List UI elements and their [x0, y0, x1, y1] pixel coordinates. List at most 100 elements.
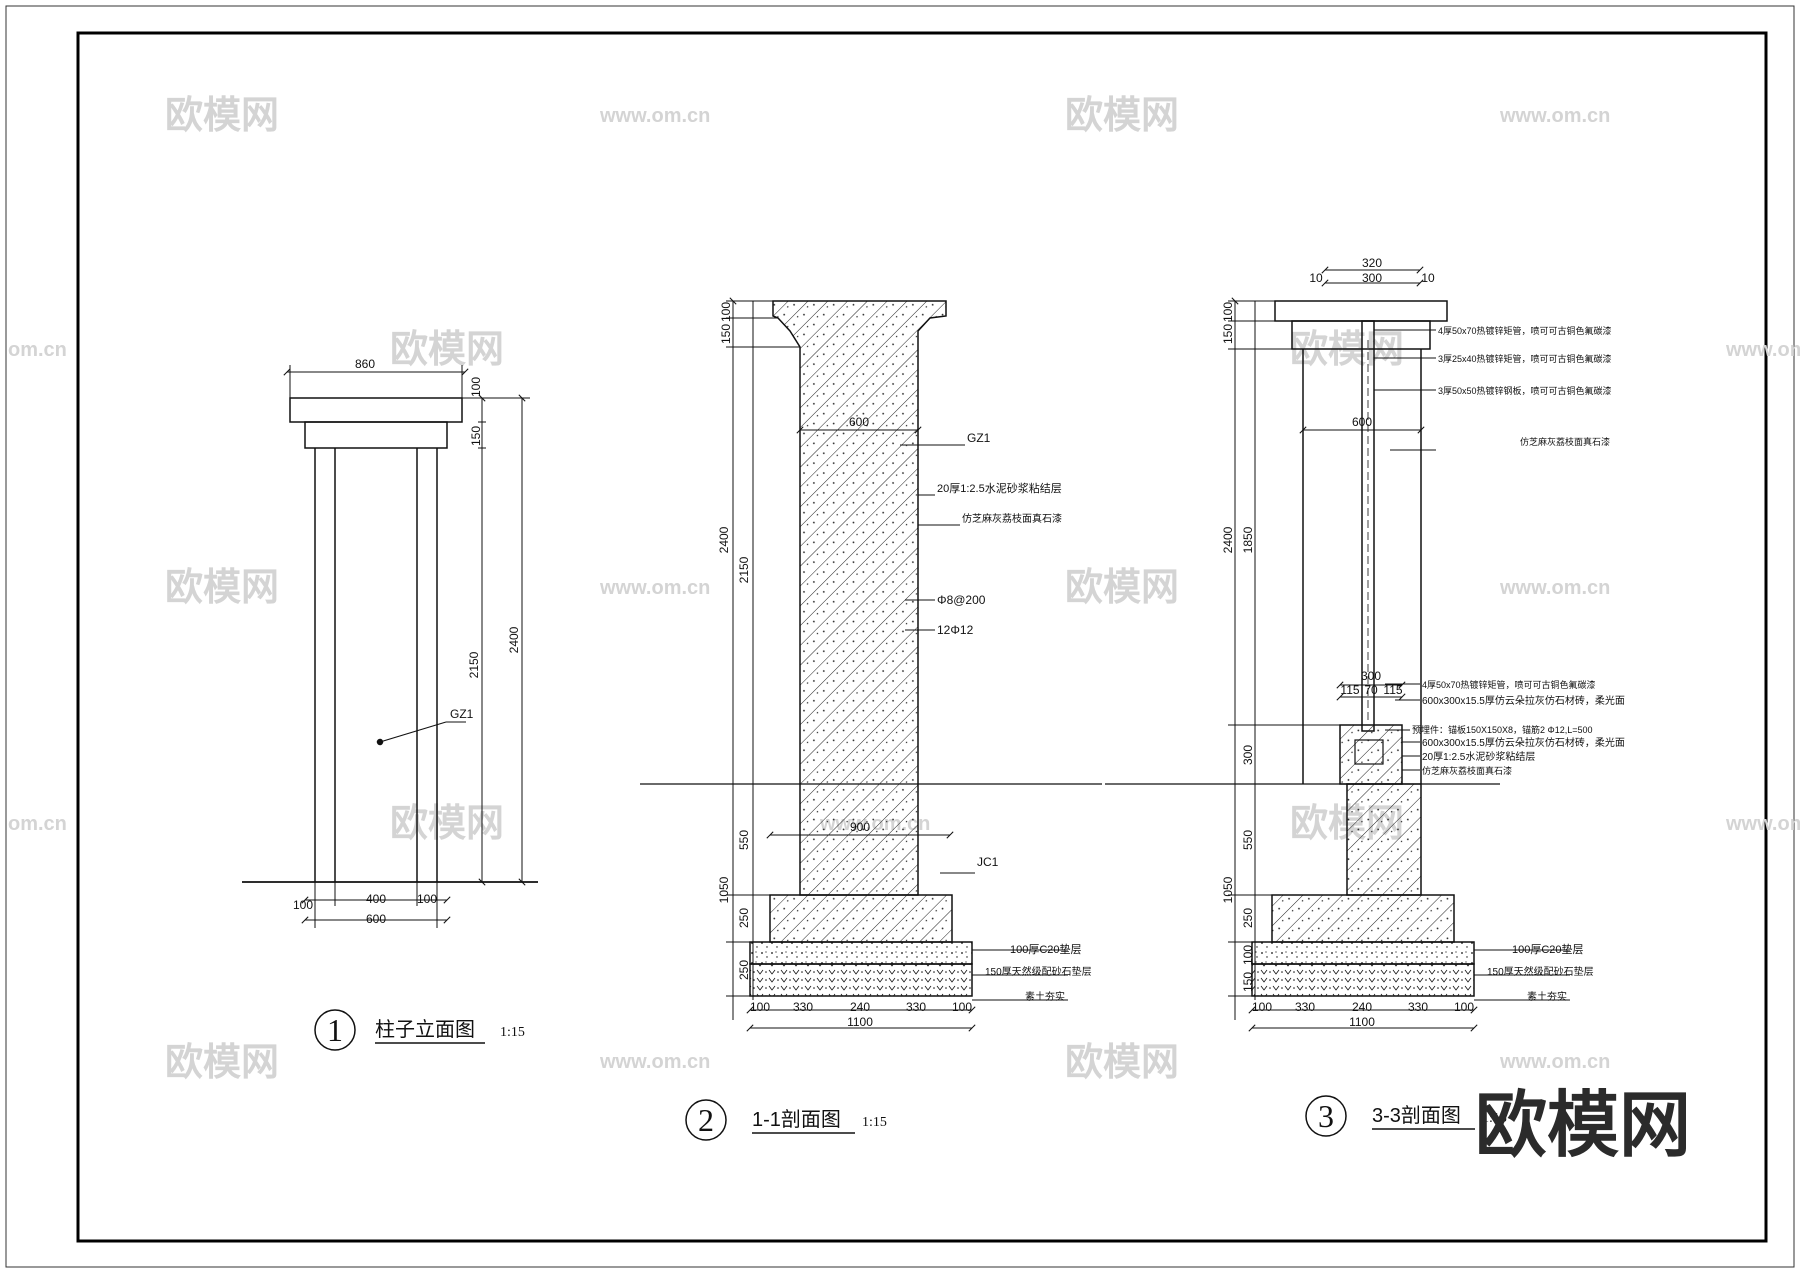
- column-cap-bottom: [1291, 320, 1431, 350]
- anchor-plate: [1354, 739, 1384, 765]
- watermark-cn: 欧模网: [165, 95, 279, 137]
- svg-text:素土夯实: 素土夯实: [1527, 990, 1567, 1003]
- svg-text:330: 330: [1408, 1000, 1428, 1014]
- sheet-inner-border: [76, 31, 1768, 1243]
- svg-text:100: 100: [469, 377, 483, 397]
- watermark-big: 欧模网: [1475, 1086, 1691, 1166]
- svg-text:1050: 1050: [1221, 876, 1235, 903]
- svg-text:300: 300: [1362, 271, 1382, 285]
- svg-text:400: 400: [366, 892, 386, 906]
- svg-text:330: 330: [793, 1000, 813, 1014]
- svg-text:仿芝麻灰荔枝面真石漆: 仿芝麻灰荔枝面真石漆: [1520, 436, 1610, 447]
- svg-text:10: 10: [1421, 271, 1435, 285]
- view-scale: 1:15: [1482, 1111, 1507, 1126]
- plinth-stone: [1339, 724, 1403, 785]
- svg-text:900: 900: [850, 820, 870, 834]
- svg-text:2150: 2150: [467, 651, 481, 678]
- svg-text:3厚25x40热镀锌矩管，喷可可古铜色氟碳漆: 3厚25x40热镀锌矩管，喷可可古铜色氟碳漆: [1438, 353, 1612, 364]
- sheet-outer-border: [5, 5, 1795, 1268]
- svg-text:1850: 1850: [1241, 526, 1255, 553]
- watermark-cn: 欧模网: [390, 329, 504, 371]
- view-3-title: 3 3-3剖面图 1:15: [1305, 1095, 1507, 1137]
- svg-text:100: 100: [293, 898, 313, 912]
- svg-text:4厚50x70热镀锌矩管，喷可可古铜色氟碳漆: 4厚50x70热镀锌矩管，喷可可古铜色氟碳漆: [1422, 679, 1596, 690]
- view-2-title: 2 1-1剖面图 1:15: [685, 1099, 887, 1141]
- svg-text:GZ1: GZ1: [967, 431, 991, 445]
- view-scale: 1:15: [862, 1115, 887, 1130]
- view-1-title: 1 柱子立面图 1:15: [314, 1009, 525, 1051]
- svg-text:2400: 2400: [507, 626, 521, 653]
- svg-text:1050: 1050: [717, 876, 731, 903]
- svg-text:300: 300: [1361, 669, 1381, 683]
- svg-text:150厚天然级配砂石垫层: 150厚天然级配砂石垫层: [985, 965, 1092, 978]
- watermark-url: www.om.cn: [599, 105, 710, 127]
- svg-text:2400: 2400: [717, 526, 731, 553]
- svg-text:100: 100: [1454, 1000, 1474, 1014]
- svg-text:250: 250: [737, 908, 751, 928]
- view-3-section: [1105, 266, 1570, 1032]
- view-title: 柱子立面图: [375, 1018, 475, 1041]
- column-cap-top: [1274, 300, 1448, 322]
- view-title: 1-1剖面图: [752, 1108, 841, 1131]
- gravel-layer: [749, 963, 973, 997]
- watermark-cn: 欧模网: [390, 803, 504, 845]
- svg-text:预埋件：锚板150X150X8，锚筋2 Φ12,L=500: 预埋件：锚板150X150X8，锚筋2 Φ12,L=500: [1412, 724, 1593, 735]
- svg-text:仿芝麻灰荔枝面真石漆: 仿芝麻灰荔枝面真石漆: [962, 512, 1062, 525]
- view-2-texts: 100 150 2150 2400 600 550 1050 250 250 9…: [717, 302, 1092, 1029]
- watermark-url: www.om.cn: [599, 1051, 710, 1073]
- watermark-url: www.om.cn: [1499, 1051, 1610, 1073]
- svg-text:600: 600: [849, 415, 869, 429]
- watermark-url: www.om.cn: [599, 577, 710, 599]
- svg-text:100: 100: [1241, 945, 1255, 965]
- view-1-texts: 860 100 150 2150 2400 100 400 100 600 GZ…: [293, 357, 521, 926]
- watermark-url: www.om: [1725, 339, 1800, 361]
- svg-text:20厚1:2.5水泥砂浆粘结层: 20厚1:2.5水泥砂浆粘结层: [937, 481, 1062, 495]
- view-number-circle: [685, 1099, 727, 1141]
- svg-text:600x300x15.5厚仿云朵拉灰仿石材砖，柔光面: 600x300x15.5厚仿云朵拉灰仿石材砖，柔光面: [1422, 736, 1625, 749]
- svg-text:12Φ12: 12Φ12: [937, 623, 974, 637]
- svg-text:2400: 2400: [1221, 526, 1235, 553]
- svg-text:100厚C20垫层: 100厚C20垫层: [1512, 942, 1584, 956]
- watermark-cn: 欧模网: [165, 1042, 279, 1084]
- view-scale: 1:15: [500, 1025, 525, 1040]
- svg-text:600x300x15.5厚仿云朵拉灰仿石材砖，柔光面: 600x300x15.5厚仿云朵拉灰仿石材砖，柔光面: [1422, 694, 1625, 707]
- svg-text:550: 550: [1241, 830, 1255, 850]
- column-cap-bottom: [304, 421, 448, 449]
- svg-text:1: 1: [327, 1012, 343, 1048]
- gravel-layer: [1251, 963, 1475, 997]
- watermark-cn: 欧模网: [1065, 567, 1179, 609]
- concrete-layer: [749, 941, 973, 965]
- view-1-elevation: [242, 365, 538, 928]
- svg-text:20厚1:2.5水泥砂浆粘结层: 20厚1:2.5水泥砂浆粘结层: [1422, 750, 1535, 763]
- watermark-cn: 欧模网: [165, 567, 279, 609]
- svg-text:Φ8@200: Φ8@200: [937, 593, 986, 607]
- column-cap-top: [289, 397, 463, 423]
- svg-text:300: 300: [1241, 745, 1255, 765]
- concrete-layer: [1251, 941, 1475, 965]
- svg-text:115: 115: [1340, 683, 1359, 697]
- svg-text:70: 70: [1364, 683, 1378, 697]
- svg-text:1100: 1100: [847, 1015, 873, 1029]
- view-2-section: [640, 297, 1102, 1032]
- view-3-texts: 320 10 300 10 100 150 1850 2400 600 300 …: [1221, 256, 1625, 1029]
- svg-text:仿芝麻灰荔枝面真石漆: 仿芝麻灰荔枝面真石漆: [1422, 765, 1512, 776]
- svg-text:4厚50x70热镀锌矩管，喷可可古铜色氟碳漆: 4厚50x70热镀锌矩管，喷可可古铜色氟碳漆: [1438, 325, 1612, 336]
- svg-text:100: 100: [1252, 1000, 1272, 1014]
- svg-text:240: 240: [850, 1000, 870, 1014]
- svg-text:10: 10: [1309, 271, 1323, 285]
- view-title: 3-3剖面图: [1372, 1104, 1461, 1127]
- svg-text:150厚天然级配砂石垫层: 150厚天然级配砂石垫层: [1487, 965, 1594, 978]
- svg-text:600: 600: [366, 912, 386, 926]
- watermark-url: www.om.cn: [1499, 577, 1610, 599]
- watermark-cn: 欧模网: [1290, 329, 1404, 371]
- svg-text:150: 150: [469, 426, 483, 446]
- foundation-footing: [1271, 894, 1455, 943]
- svg-text:100: 100: [750, 1000, 770, 1014]
- watermark-cn: 欧模网: [1065, 95, 1179, 137]
- watermark-cn: 欧模网: [1065, 1042, 1179, 1084]
- svg-text:320: 320: [1362, 256, 1382, 270]
- svg-text:2150: 2150: [737, 556, 751, 583]
- svg-text:1100: 1100: [1349, 1015, 1375, 1029]
- svg-text:100: 100: [719, 302, 733, 322]
